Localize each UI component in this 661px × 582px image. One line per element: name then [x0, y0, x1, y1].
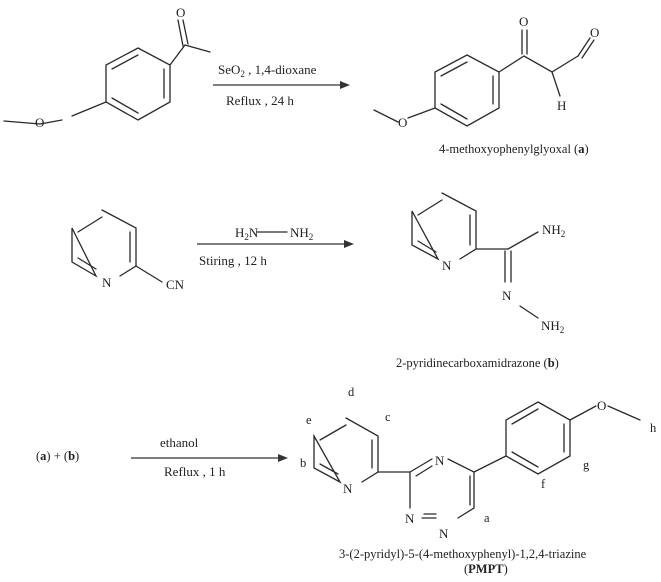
reagent-hydrazine: H2N: [235, 225, 259, 242]
reaction-arrow-2: [197, 240, 354, 248]
pmpt-triazine-n2-label: N: [405, 511, 415, 526]
glyoxal-aldehyde-oxygen-label: O: [590, 25, 599, 40]
product-pmpt-name: 3-(2-pyridyl)-5-(4-methoxyphenyl)-1,2,4-…: [339, 547, 587, 561]
amidrazone-nh2-bottom-label: NH2: [541, 318, 564, 335]
position-label-a: a: [484, 511, 490, 525]
methoxy-oxygen-label: O: [35, 115, 44, 130]
position-label-h: h: [650, 421, 657, 435]
glyoxal-methoxy-oxygen-label: O: [398, 115, 407, 130]
product-2-pyridinecarboxamidrazone: N NH2 N NH2: [411, 192, 565, 335]
reaction-arrow-3: [131, 454, 288, 462]
amidrazone-imine-nitrogen-label: N: [502, 288, 512, 303]
aldehyde-hydrogen-label: H: [557, 98, 566, 113]
pmpt-methoxy-oxygen-label: O: [597, 398, 606, 413]
product-a-caption: 4-methoxyophenylglyoxal (a): [439, 142, 589, 156]
product-pmpt-abbrev: (PMPT): [464, 562, 508, 576]
nitrile-cn-label: CN: [166, 277, 185, 292]
amidrazone-nh2-top-label: NH2: [542, 222, 565, 239]
position-label-g: g: [583, 458, 590, 472]
product-pmpt-structure: N N N N O a b c d e f g h: [300, 385, 657, 541]
reagent-seo2-dioxane: SeO2 , 1,4-dioxane: [218, 62, 317, 79]
position-label-f: f: [541, 477, 546, 491]
ketone-oxygen-label: O: [176, 5, 185, 20]
amidrazone-ring-nitrogen-label: N: [442, 258, 452, 273]
condition-reflux-1h: Reflux , 1 h: [164, 464, 226, 479]
position-label-e: e: [306, 413, 312, 427]
position-label-b: b: [300, 456, 306, 470]
reagent-ethanol: ethanol: [160, 435, 199, 450]
pyridine-nitrogen-label: N: [102, 275, 112, 290]
reagent-hydrazine-nh2: NH2: [290, 225, 313, 242]
reactant-4-methoxyacetophenone: O O: [3, 5, 211, 130]
pmpt-pyridine-nitrogen-label: N: [343, 481, 353, 496]
position-label-c: c: [385, 410, 391, 424]
reactant-2-cyanopyridine: N CN: [71, 209, 185, 292]
glyoxal-ketone-oxygen-label: O: [519, 14, 528, 29]
position-label-d: d: [348, 385, 355, 399]
condition-stirring-12h: Stiring , 12 h: [199, 253, 267, 268]
product-4-methoxyphenylglyoxal: O O H O: [373, 14, 599, 130]
pmpt-triazine-n4-label: N: [435, 453, 445, 468]
reaction-arrow-1: [213, 81, 350, 89]
condition-reflux-24h: Reflux , 24 h: [226, 93, 294, 108]
reactants-a-plus-b: (a) + (b): [36, 449, 79, 463]
pmpt-triazine-n1-label: N: [439, 526, 449, 541]
product-b-caption: 2-pyridinecarboxamidrazone (b): [396, 356, 559, 370]
